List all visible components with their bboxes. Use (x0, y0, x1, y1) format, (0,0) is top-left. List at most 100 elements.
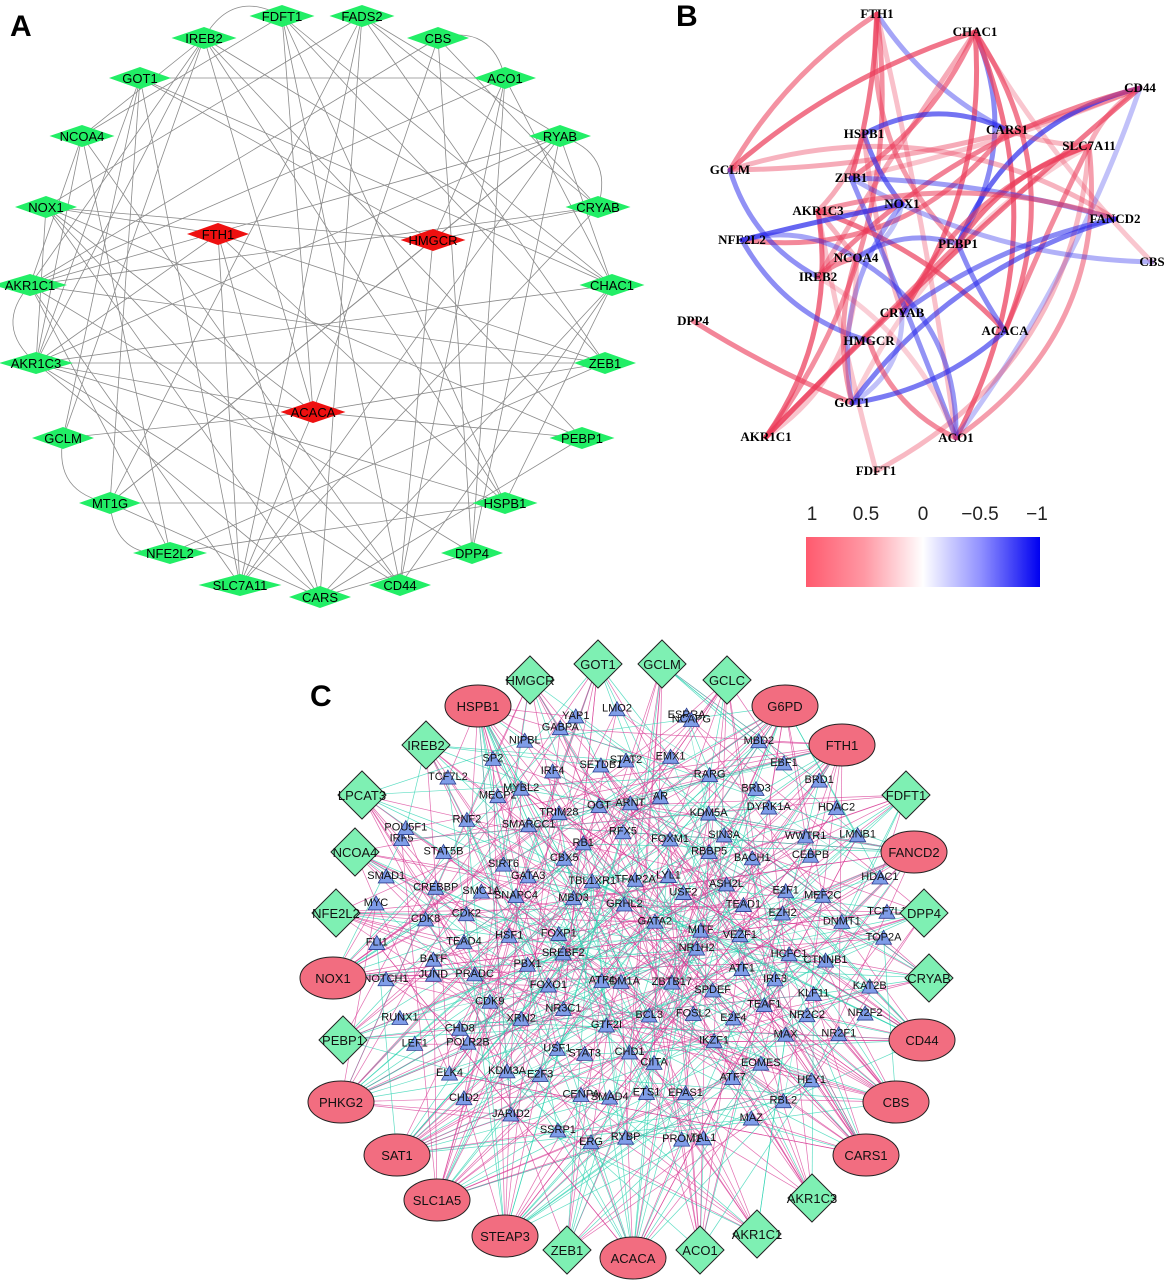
tf-node-tbl1xr1[interactable]: TBL1XR1 (568, 873, 616, 889)
node-b-fth1[interactable]: FTH1 (860, 6, 893, 21)
node-a-cars[interactable]: CARS (289, 586, 351, 608)
tf-node-mbd2[interactable]: MBD2 (744, 732, 775, 749)
tf-node-maz[interactable]: MAZ (740, 1110, 764, 1126)
node-a-hmgcr[interactable]: HMGCR (400, 229, 466, 251)
node-b-chac1[interactable]: CHAC1 (953, 24, 998, 39)
tf-node-ikzf1[interactable]: IKZF1 (699, 1032, 729, 1048)
tf-node-ash2l[interactable]: ASH2L (709, 876, 744, 892)
tf-node-smad4[interactable]: SMAD4 (591, 1089, 629, 1105)
node-b-hmgcr[interactable]: HMGCR (843, 333, 895, 348)
tf-node-arnt[interactable]: ARNT (615, 795, 646, 811)
tf-node-chd1[interactable]: CHD1 (615, 1044, 645, 1060)
tf-node-runx1[interactable]: RUNX1 (381, 1009, 419, 1025)
gene-diamond-lpcat3[interactable]: LPCAT3 (337, 770, 387, 820)
tf-node-brd1[interactable]: BRD1 (805, 772, 834, 788)
tf-node-polr2b[interactable]: POLR2B (446, 1034, 490, 1050)
node-b-fancd2[interactable]: FANCD2 (1089, 211, 1140, 226)
node-b-cryab[interactable]: CRYAB (880, 305, 925, 320)
tf-node-foxo1[interactable]: FOXO1 (530, 977, 567, 993)
gene-ellipse-steap3[interactable]: STEAP3 (471, 1214, 539, 1258)
tf-node-bcl3[interactable]: BCL3 (635, 1007, 663, 1023)
node-a-dpp4[interactable]: DPP4 (441, 542, 503, 564)
tf-node-elk4[interactable]: ELK4 (436, 1065, 463, 1081)
tf-node-eomes[interactable]: EOMES (741, 1055, 781, 1071)
tf-node-jund[interactable]: JUND (419, 966, 448, 982)
tf-node-rybp[interactable]: RYBP (611, 1129, 641, 1145)
node-a-cbs[interactable]: CBS (407, 27, 469, 49)
tf-node-ar[interactable]: AR (651, 788, 670, 804)
gene-diamond-zeb1[interactable]: ZEB1 (542, 1225, 592, 1275)
tf-node-mybl2[interactable]: MYBL2 (503, 780, 539, 796)
tf-node-teaf1[interactable]: TEAF1 (747, 996, 781, 1013)
node-b-ireb2[interactable]: IREB2 (799, 269, 837, 284)
gene-diamond-nfe2l2[interactable]: NFE2L2 (311, 888, 361, 938)
tf-node-wwtr1[interactable]: WWTR1 (785, 828, 827, 844)
tf-node-sp2[interactable]: SP2 (483, 750, 504, 766)
tf-node-cbx5[interactable]: CBX5 (550, 850, 579, 866)
tf-node-dyrk1a[interactable]: DYRK1A (747, 799, 792, 815)
tf-node-nr2f1[interactable]: NR2F1 (821, 1025, 856, 1042)
tf-node-epas1[interactable]: EPAS1 (668, 1084, 703, 1101)
tf-node-gabpa[interactable]: GABPA (542, 719, 580, 736)
tf-node-spdef[interactable]: SPDEF (694, 982, 731, 998)
tf-node-atf4[interactable]: ATF4 (589, 972, 615, 988)
tf-node-smc1a[interactable]: SMC1A (462, 883, 501, 899)
tf-node-nr3c1[interactable]: NR3C1 (545, 1000, 581, 1016)
node-a-cryab[interactable]: CRYAB (565, 196, 631, 218)
node-a-aco1[interactable]: ACO1 (474, 67, 536, 89)
tf-node-smarcc1[interactable]: SMARCC1 (502, 816, 556, 833)
tf-node-cdk8[interactable]: CDK8 (411, 911, 440, 927)
gene-diamond-akr1c3[interactable]: AKR1C3 (787, 1173, 838, 1223)
tf-node-tcf7l1[interactable]: TCF7L1 (867, 903, 907, 919)
tf-node-ets1[interactable]: ETS1 (633, 1084, 661, 1100)
tf-node-stat2[interactable]: STAT2 (610, 752, 643, 768)
node-a-fdft1[interactable]: FDFT1 (249, 5, 315, 27)
tf-node-lyl1[interactable]: LYL1 (656, 867, 681, 883)
tf-node-e2f4[interactable]: E2F4 (720, 1010, 747, 1026)
tf-node-lmo2[interactable]: LMO2 (602, 700, 632, 717)
tf-node-lef1[interactable]: LEF1 (402, 1035, 428, 1051)
tf-node-yap1[interactable]: YAP1 (562, 708, 589, 724)
tf-node-prom1[interactable]: PROM1 (662, 1131, 701, 1147)
node-b-gclm[interactable]: GCLM (710, 162, 750, 177)
tf-node-ezh2[interactable]: EZH2 (768, 905, 797, 921)
tf-node-hdac1[interactable]: HDAC1 (861, 869, 899, 885)
node-a-cd44[interactable]: CD44 (369, 574, 431, 596)
tf-node-chd2[interactable]: CHD2 (449, 1089, 479, 1106)
tf-node-pou5f1[interactable]: POU5F1 (384, 819, 427, 835)
node-a-nox1[interactable]: NOX1 (15, 196, 77, 218)
tf-node-nipbl[interactable]: NIPBL (509, 732, 541, 748)
tf-node-zbtb17[interactable]: ZBTB17 (652, 974, 692, 990)
tf-node-setdb1[interactable]: SETDB1 (580, 757, 623, 773)
tf-node-rarg[interactable]: RARG (694, 766, 726, 783)
node-a-zeb1[interactable]: ZEB1 (574, 352, 636, 374)
node-b-nfe2l2[interactable]: NFE2L2 (718, 232, 766, 247)
tf-node-rbbp5[interactable]: RBBP5 (691, 843, 727, 860)
tf-node-rfx5[interactable]: RFX5 (609, 823, 637, 840)
node-a-acaca[interactable]: ACACA (280, 401, 346, 423)
tf-node-ebf1[interactable]: EBF1 (770, 755, 798, 771)
tf-node-nr2c2[interactable]: NR2C2 (789, 1006, 825, 1023)
gene-ellipse-cd44[interactable]: CD44 (888, 1018, 956, 1062)
tf-node-fli1[interactable]: FLI1 (366, 934, 388, 950)
tf-node-irf5[interactable]: IRF5 (390, 830, 414, 847)
tf-node-emx1[interactable]: EMX1 (656, 748, 686, 764)
tf-node-usf2[interactable]: USF2 (669, 884, 697, 900)
tf-node-e2f1[interactable]: E2F1 (773, 882, 799, 899)
node-b-zeb1[interactable]: ZEB1 (835, 170, 868, 185)
gene-diamond-gclc[interactable]: GCLC (702, 655, 752, 705)
tf-node-ogt[interactable]: OGT (587, 797, 611, 813)
node-b-cars1[interactable]: CARS1 (986, 122, 1028, 137)
tf-node-pbx1[interactable]: PBX1 (513, 956, 542, 972)
tf-node-tfap2a[interactable]: TFAP2A (615, 871, 657, 887)
gene-ellipse-sat1[interactable]: SAT1 (363, 1133, 431, 1177)
gene-diamond-dpp4[interactable]: DPP4 (899, 888, 949, 938)
tf-node-pradc[interactable]: PRADC (455, 966, 494, 982)
tf-node-fosl2[interactable]: FOSL2 (676, 1005, 711, 1021)
tf-node-cdk2[interactable]: CDK2 (452, 905, 481, 922)
tf-node-grhl2[interactable]: GRHL2 (606, 896, 643, 912)
tf-node-irf4[interactable]: IRF4 (541, 763, 565, 779)
node-b-akr1c1[interactable]: AKR1C1 (740, 429, 791, 444)
tf-node-irf3[interactable]: IRF3 (763, 971, 787, 987)
tf-node-stat5b[interactable]: STAT5B (424, 843, 464, 859)
